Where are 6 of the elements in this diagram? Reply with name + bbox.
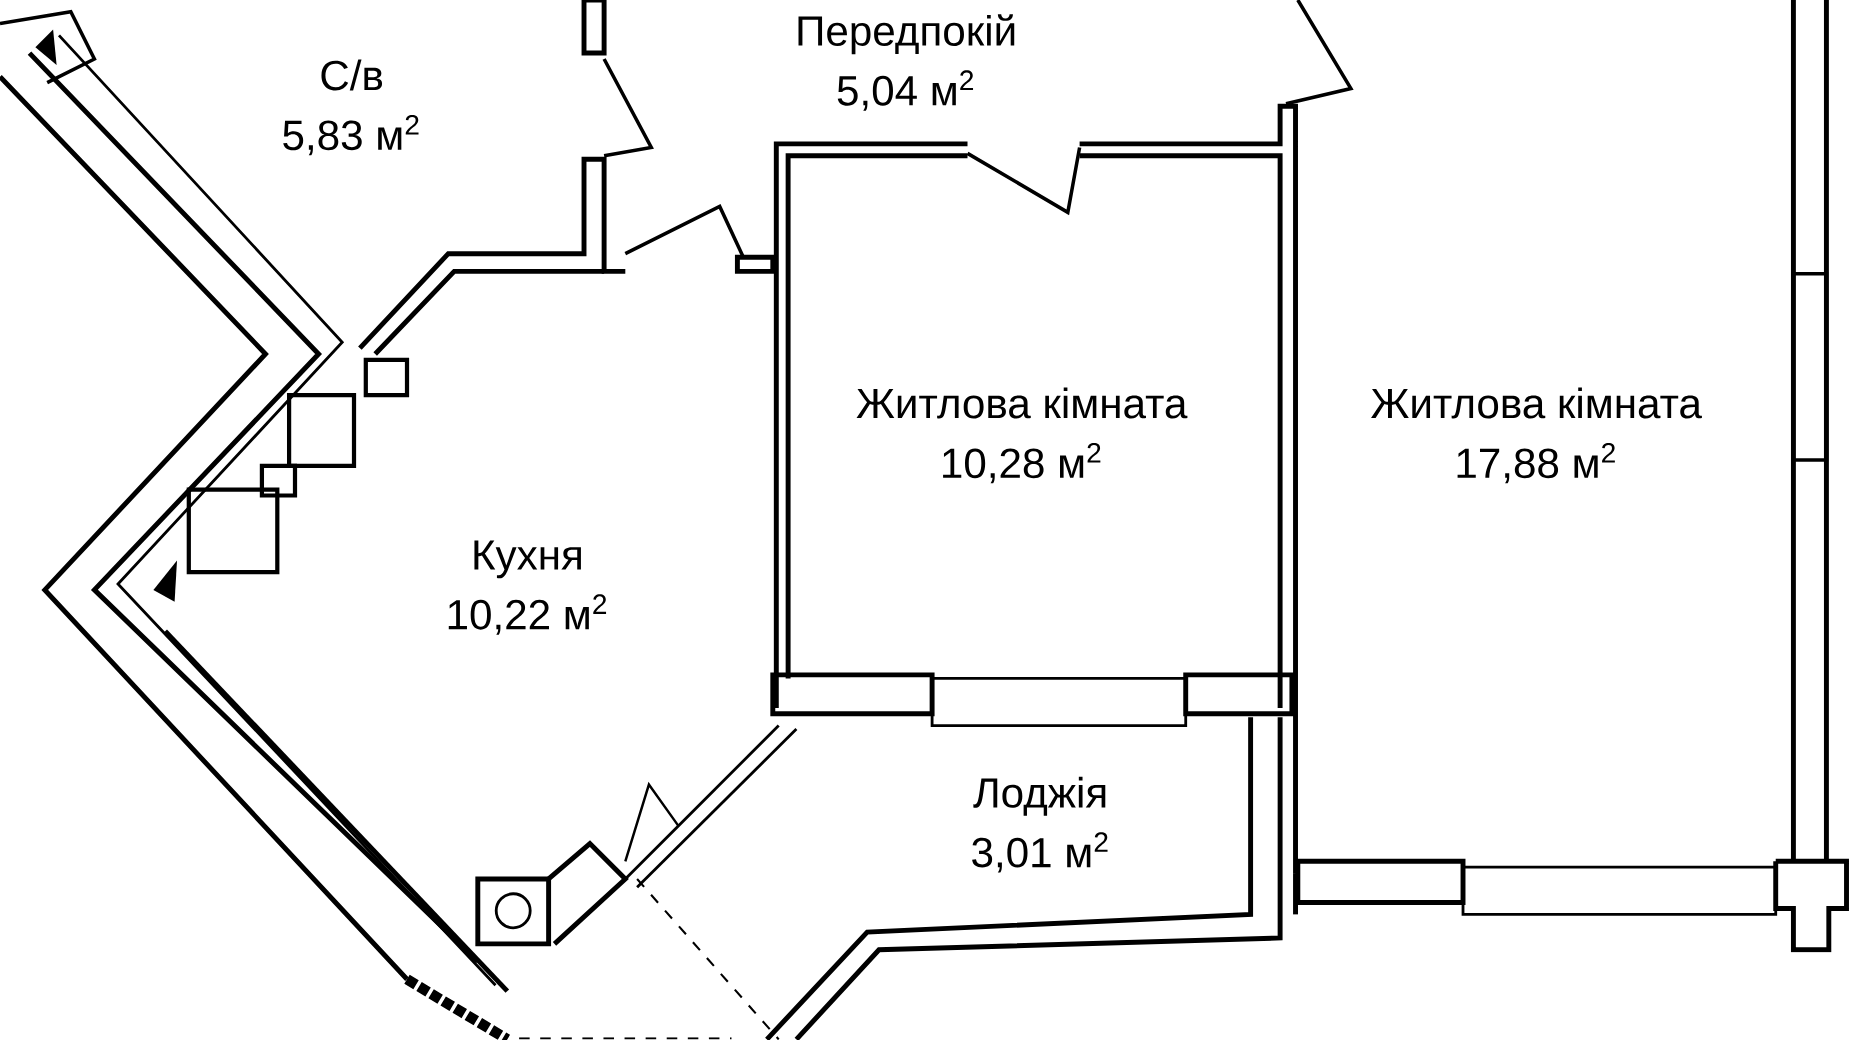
room-label: Лоджія 3,01 м$^{2}$	[972, 776, 1108, 873]
room-label: Кухня 10,22 м$^{2}$	[448, 540, 607, 635]
room-label: Житлова кімната 17,88 м$^{2}$	[1371, 387, 1702, 484]
room-label: Житлова кімната 10,28 м$^{2}$	[856, 387, 1188, 484]
room-label: Передпокій 5,04 м$^{2}$	[798, 14, 1015, 111]
room-label: С/в 5,83 м$^{2}$	[283, 59, 419, 156]
